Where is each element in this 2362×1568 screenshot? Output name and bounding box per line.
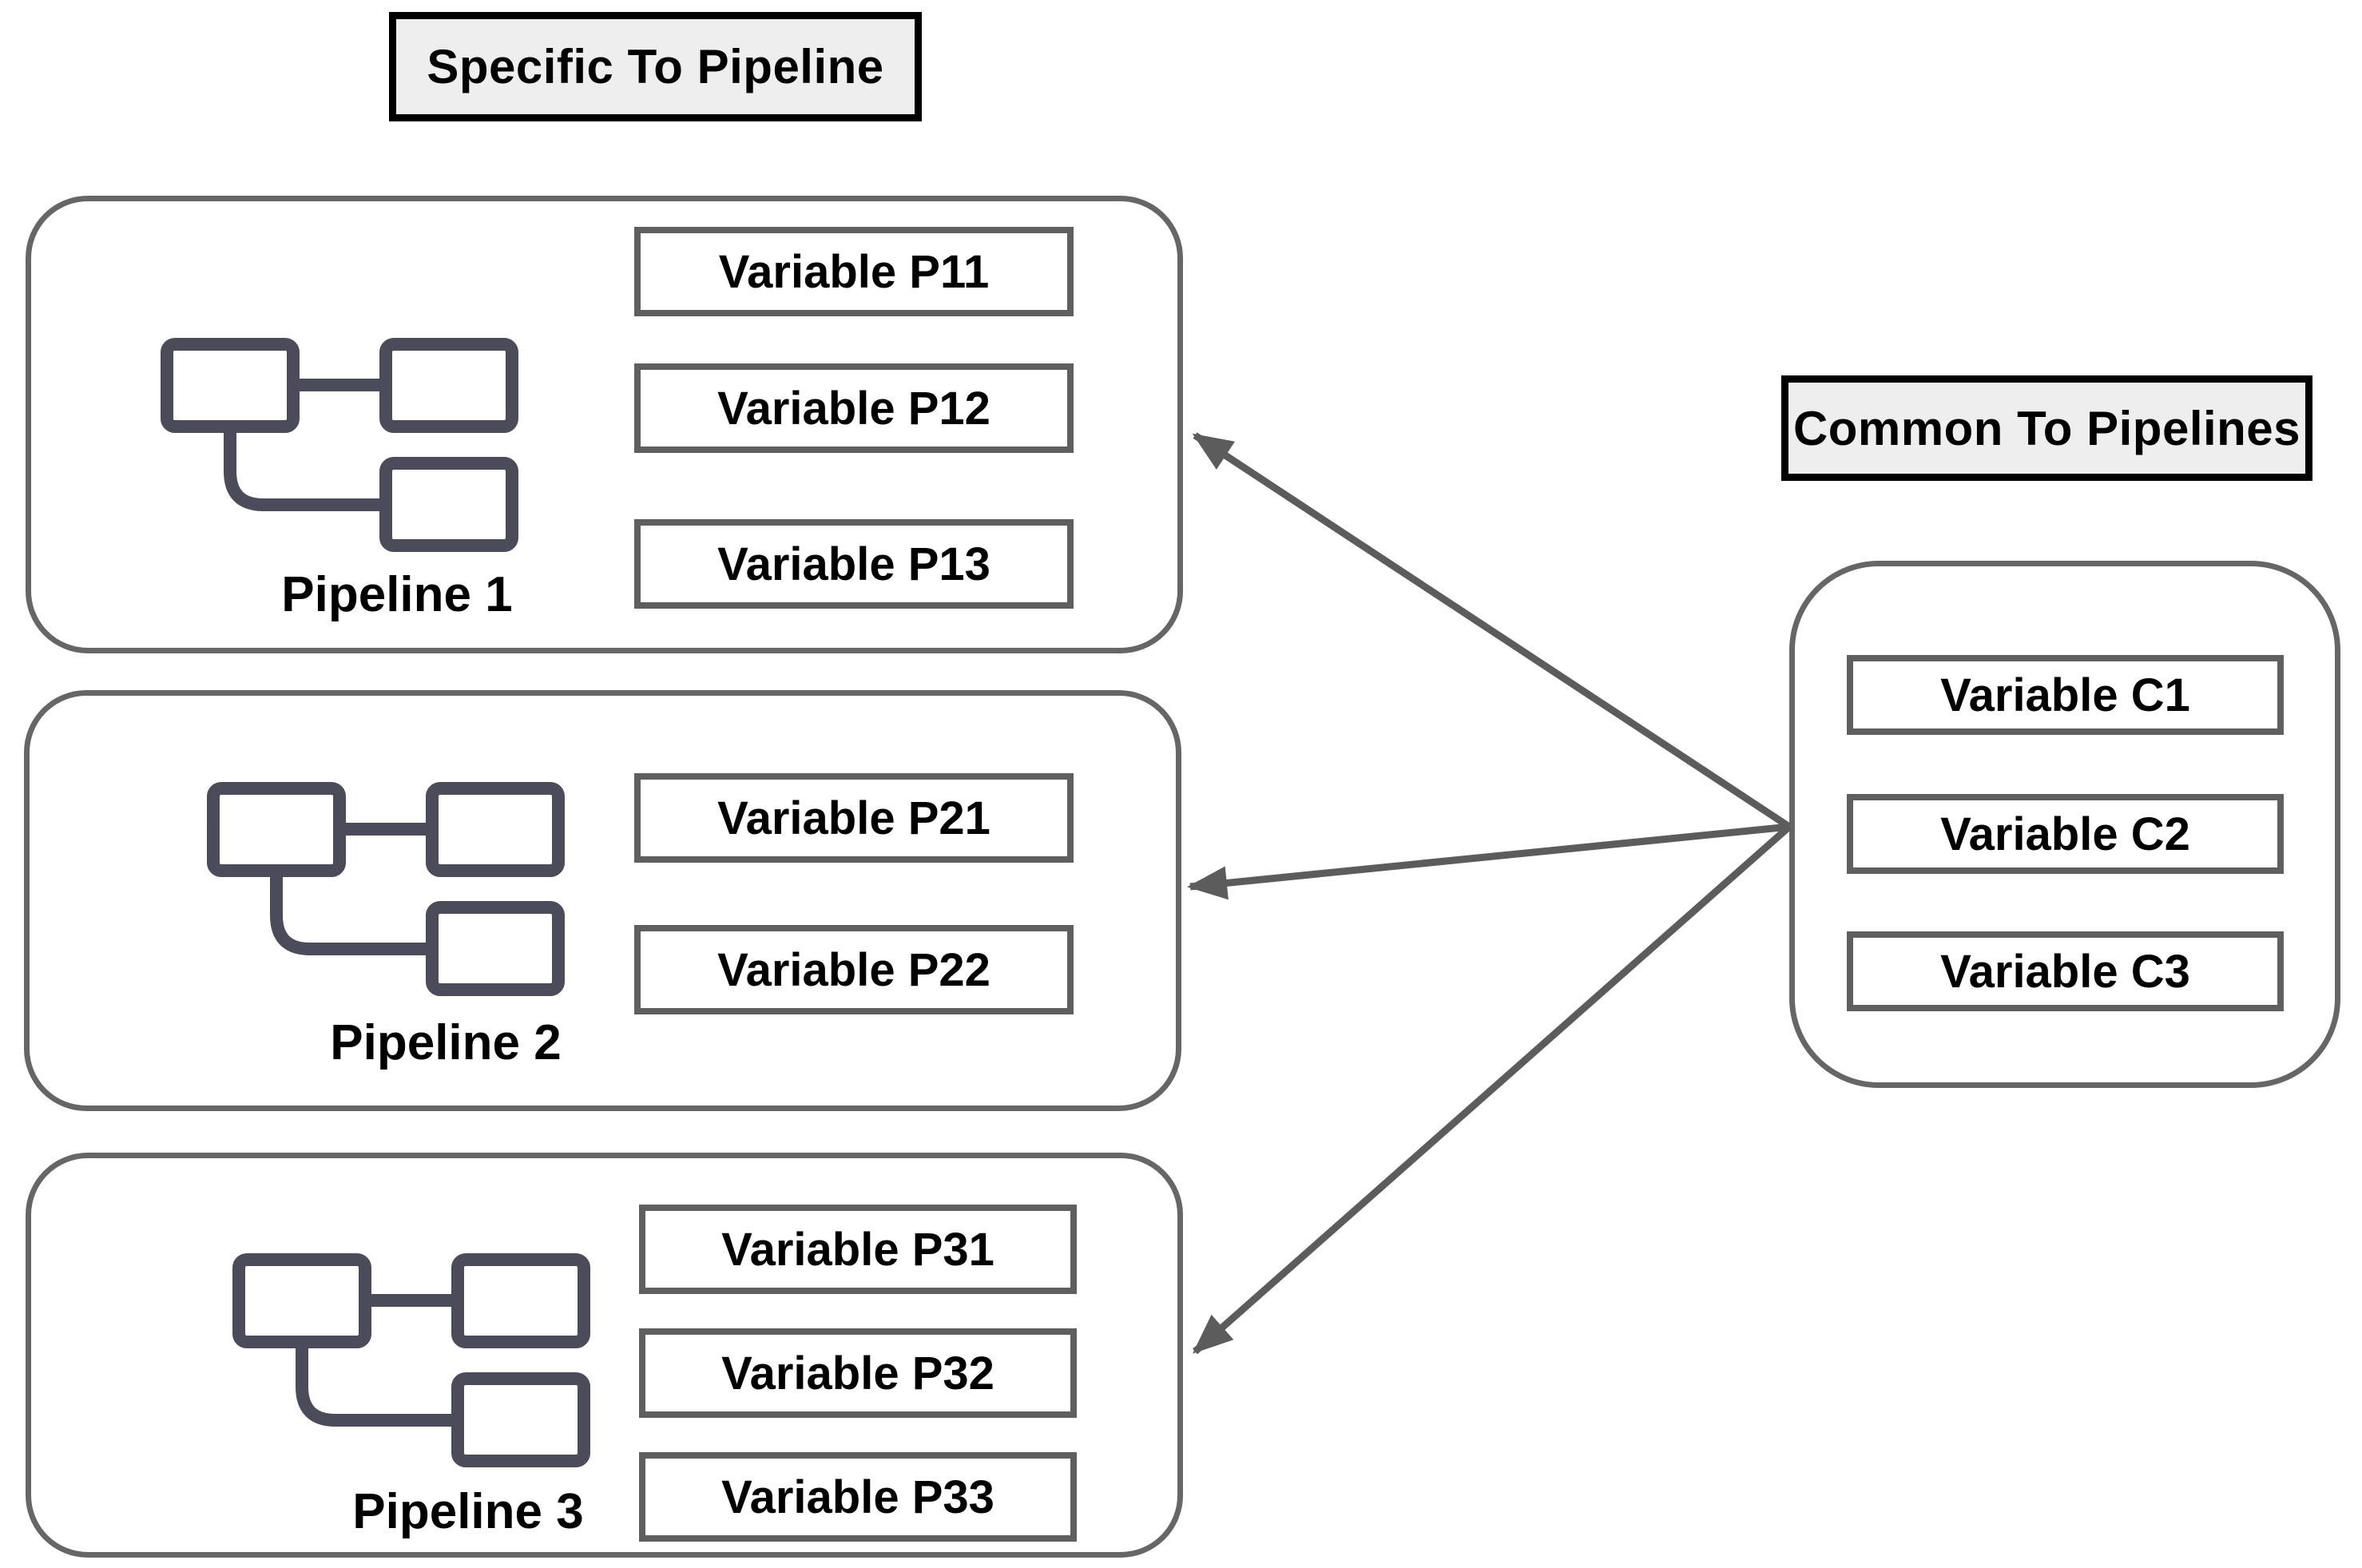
pipeline-1-icon bbox=[161, 338, 518, 552]
specific-to-pipeline-label: Specific To Pipeline bbox=[389, 12, 922, 121]
variable-box-c2: Variable C2 bbox=[1847, 794, 2284, 874]
arrow-to-pipeline-1 bbox=[1192, 432, 1792, 830]
pipeline-3-title: Pipeline 3 bbox=[352, 1484, 584, 1539]
variable-box-p12: Variable P12 bbox=[634, 363, 1074, 453]
variable-box-p31: Variable P31 bbox=[639, 1205, 1077, 1294]
specific-to-pipeline-label-text: Specific To Pipeline bbox=[427, 40, 884, 93]
variable-p22-text: Variable P22 bbox=[717, 943, 990, 996]
common-to-pipelines-label: Common To Pipelines bbox=[1781, 375, 2312, 481]
variable-box-p13: Variable P13 bbox=[634, 519, 1074, 609]
variable-p33-text: Variable P33 bbox=[721, 1471, 994, 1523]
variable-p31-text: Variable P31 bbox=[721, 1223, 994, 1276]
variable-box-p21: Variable P21 bbox=[634, 773, 1074, 863]
variable-box-p33: Variable P33 bbox=[639, 1452, 1077, 1542]
pipeline-2-title: Pipeline 2 bbox=[330, 1015, 562, 1070]
variable-box-p11: Variable P11 bbox=[634, 227, 1074, 316]
variable-c1-text: Variable C1 bbox=[1940, 669, 2190, 721]
variable-box-c1: Variable C1 bbox=[1847, 655, 2284, 735]
variable-box-p22: Variable P22 bbox=[634, 925, 1074, 1014]
common-to-pipelines-label-text: Common To Pipelines bbox=[1792, 401, 2301, 455]
variable-c2-text: Variable C2 bbox=[1940, 808, 2190, 860]
variable-box-p32: Variable P32 bbox=[639, 1328, 1077, 1418]
pipeline-2-container bbox=[24, 690, 1181, 1111]
variable-box-c3: Variable C3 bbox=[1847, 931, 2284, 1011]
pipeline-2-icon bbox=[207, 782, 565, 996]
variable-p21-text: Variable P21 bbox=[717, 792, 990, 844]
arrow-to-pipeline-3 bbox=[1193, 824, 1792, 1355]
variable-c3-text: Variable C3 bbox=[1940, 945, 2190, 998]
variable-p11-text: Variable P11 bbox=[718, 245, 990, 298]
variable-p13-text: Variable P13 bbox=[717, 538, 990, 590]
arrow-to-pipeline-2 bbox=[1187, 823, 1790, 900]
variable-p32-text: Variable P32 bbox=[721, 1347, 994, 1399]
pipeline-1-title: Pipeline 1 bbox=[281, 567, 513, 622]
variable-p12-text: Variable P12 bbox=[717, 382, 990, 435]
pipeline-3-icon bbox=[232, 1253, 590, 1467]
